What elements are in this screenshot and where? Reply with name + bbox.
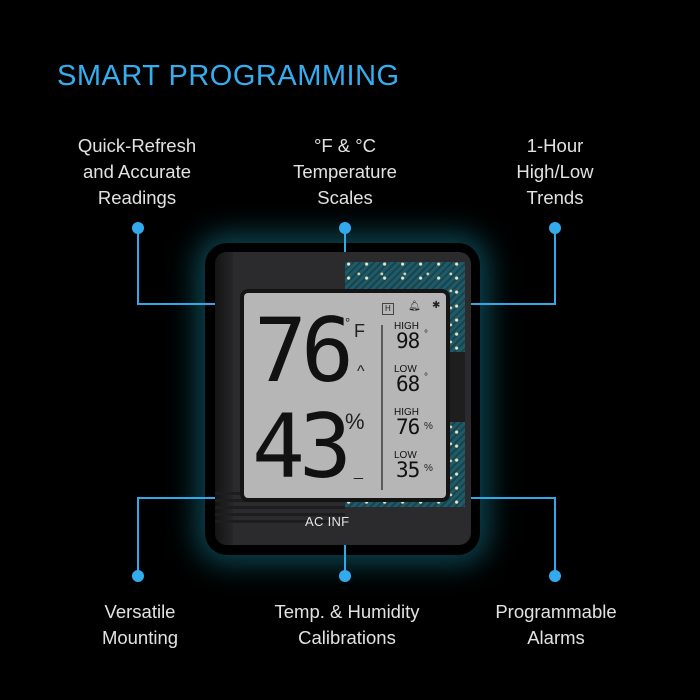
- stat-label: LOW: [394, 450, 417, 461]
- feature-line: High/Low: [516, 161, 594, 182]
- display-divider: [381, 325, 383, 490]
- lcd-screen: H 🔔︎ ✱ 76 ° F ^ 43 % _ HIGH 98 ° LOW 68 …: [244, 293, 446, 498]
- feature-line: Temp. & Humidity: [274, 601, 420, 622]
- feature-line: and Accurate: [83, 161, 191, 182]
- bluetooth-icon: ✱: [432, 300, 441, 311]
- feature-line: Trends: [526, 187, 584, 208]
- humidity-reading: 43: [252, 395, 352, 498]
- feature-calibrations: Temp. & Humidity Calibrations: [247, 599, 447, 651]
- stat-value: 35: [396, 458, 420, 482]
- feature-line: Calibrations: [298, 627, 396, 648]
- stat-value: 98: [396, 329, 420, 353]
- stat-unit: °: [424, 372, 428, 383]
- stat-unit: %: [424, 421, 433, 432]
- feature-line: Programmable: [495, 601, 617, 622]
- stat-value: 68: [396, 372, 420, 396]
- stat-label: LOW: [394, 364, 417, 375]
- connector-line: [554, 497, 556, 575]
- feature-line: Mounting: [101, 627, 179, 648]
- feature-line: Quick-Refresh: [77, 135, 197, 156]
- feature-line: Versatile: [104, 601, 176, 622]
- trend-up-icon: ^: [357, 363, 365, 380]
- feature-quick-refresh: Quick-Refresh and Accurate Readings: [37, 133, 237, 211]
- feature-programmable-alarms: Programmable Alarms: [456, 599, 656, 651]
- stat-label: HIGH: [394, 407, 419, 418]
- page-title: SMART PROGRAMMING: [57, 60, 400, 92]
- connector-line: [344, 228, 346, 254]
- stat-unit: °: [424, 329, 428, 340]
- chip: [445, 352, 465, 422]
- connector-dot: [132, 570, 144, 582]
- feature-line: 1-Hour: [526, 135, 584, 156]
- connector-line: [137, 497, 217, 499]
- feature-line: Readings: [97, 187, 177, 208]
- stat-value: 76: [396, 415, 420, 439]
- temperature-unit: F: [354, 321, 365, 341]
- trend-flat-icon: _: [354, 463, 363, 480]
- h-mode-icon: H: [382, 303, 394, 315]
- connector-line: [137, 303, 217, 305]
- feature-line: Scales: [317, 187, 373, 208]
- lcd-display: H 🔔︎ ✱ 76 ° F ^ 43 % _ HIGH 98 ° LOW 68 …: [240, 289, 450, 502]
- feature-line: Alarms: [527, 627, 585, 648]
- connector-dot: [339, 570, 351, 582]
- feature-versatile-mounting: Versatile Mounting: [40, 599, 240, 651]
- connector-line: [469, 497, 556, 499]
- stat-unit: %: [424, 463, 433, 474]
- connector-line: [137, 497, 139, 575]
- degree-symbol: °: [345, 315, 351, 330]
- stat-label: HIGH: [394, 321, 419, 332]
- temperature-reading: 76: [254, 299, 354, 402]
- connector-dot: [549, 570, 561, 582]
- brand-label: AC INF: [305, 514, 350, 529]
- device-edge: [215, 252, 233, 545]
- humidity-unit: %: [345, 409, 365, 434]
- feature-line: Temperature: [293, 161, 397, 182]
- thermometer-device: AC INF H 🔔︎ ✱ 76 ° F ^ 43 % _ HIGH 98 ° …: [215, 252, 471, 545]
- connector-line: [469, 303, 556, 305]
- feature-temperature-scales: °F & °C Temperature Scales: [245, 133, 445, 211]
- feature-high-low-trends: 1-Hour High/Low Trends: [455, 133, 655, 211]
- connector-line: [137, 228, 139, 305]
- connector-line: [554, 228, 556, 305]
- connector-line: [344, 545, 346, 573]
- feature-line: °F & °C: [313, 135, 377, 156]
- bell-icon: 🔔︎: [408, 301, 421, 312]
